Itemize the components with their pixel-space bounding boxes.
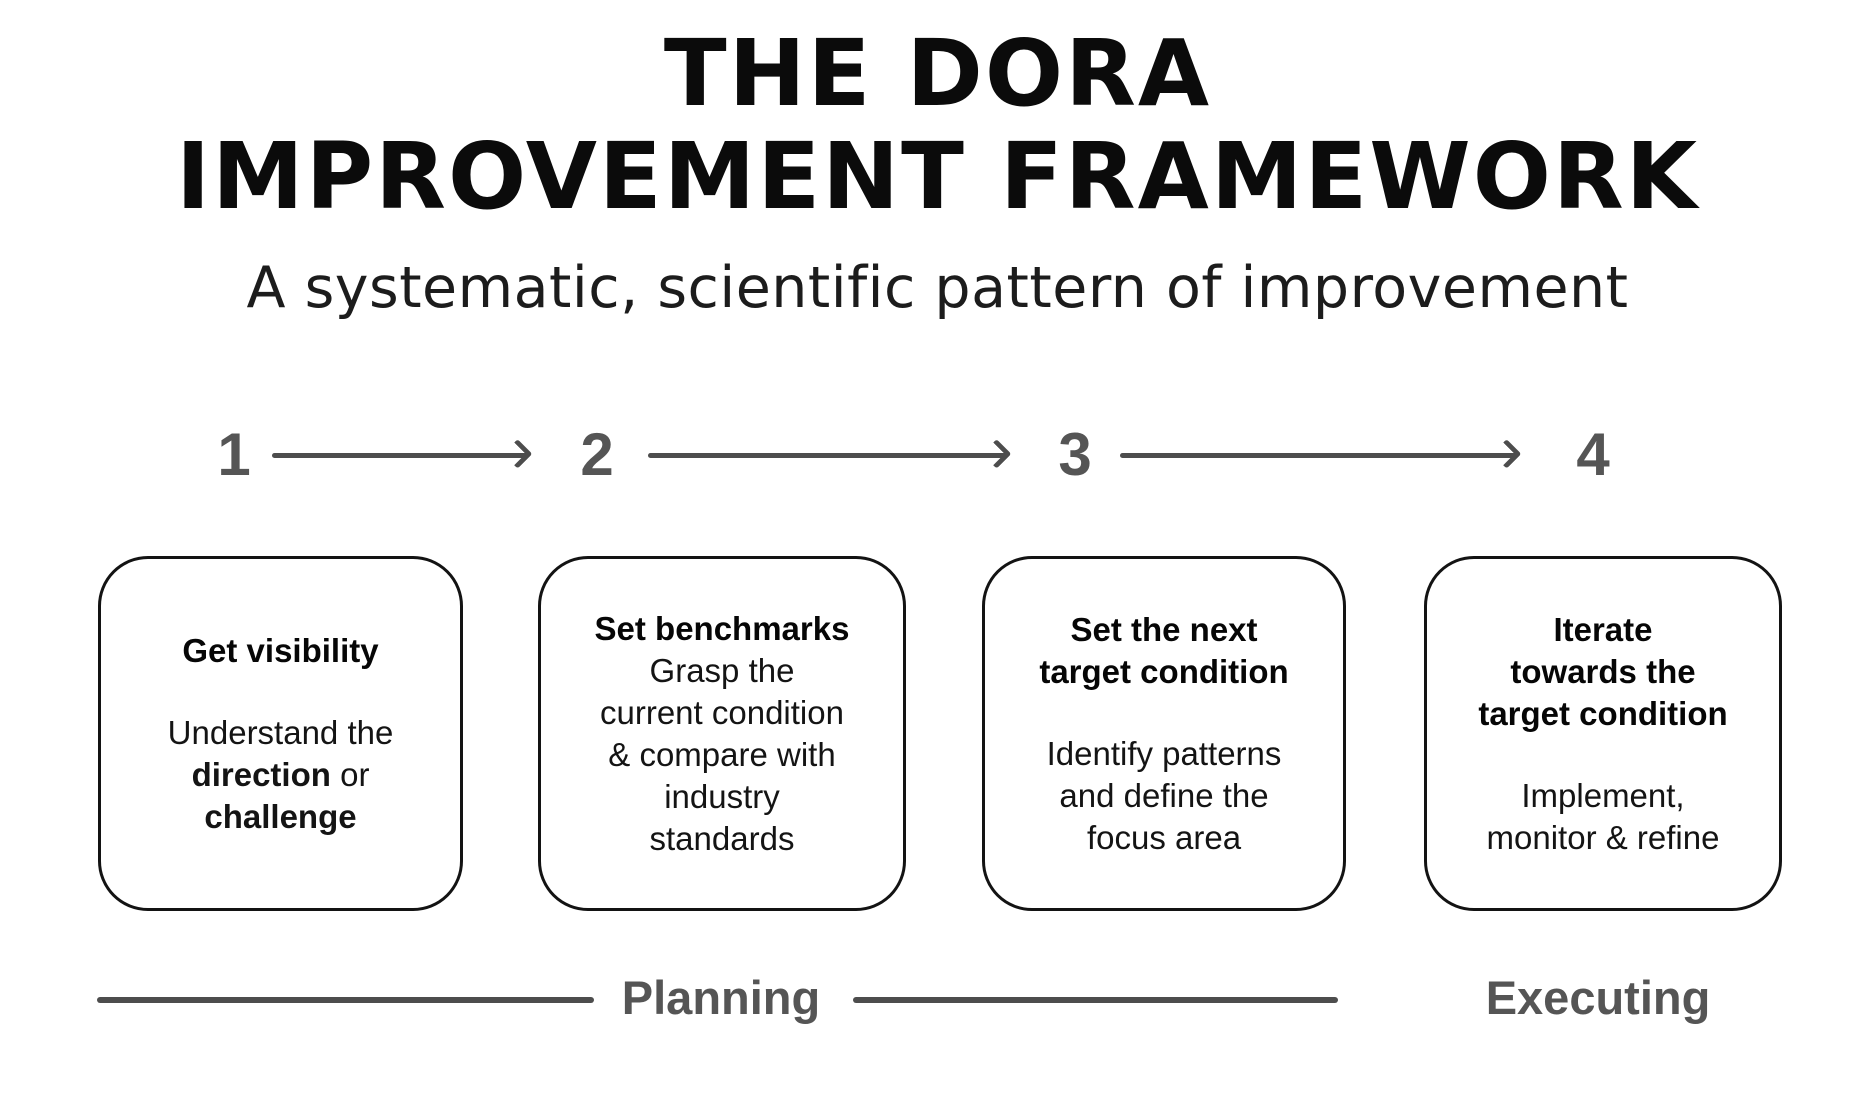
phase-label-executing: Executing bbox=[1485, 971, 1711, 1024]
page-subtitle: A systematic, scientific pattern of impr… bbox=[246, 255, 1629, 321]
arrow-icon-step3-to-step4 bbox=[1120, 453, 1516, 458]
planning-line-left bbox=[97, 997, 594, 1003]
page-title: THE DORA IMPROVEMENT FRAMEWORK bbox=[0, 22, 1875, 228]
page-title-line1: THE DORA bbox=[663, 20, 1212, 127]
box-heading: Get visibility bbox=[182, 631, 379, 669]
page-title-line2: IMPROVEMENT FRAMEWORK bbox=[175, 123, 1700, 230]
step-number-3: 3 bbox=[1058, 421, 1092, 488]
phase-label-planning: Planning bbox=[621, 971, 821, 1024]
arrow-icon-step2-to-step3 bbox=[648, 453, 1006, 458]
step-number-4: 4 bbox=[1576, 421, 1610, 488]
planning-line-right bbox=[853, 997, 1338, 1003]
arrow-icon-step1-to-step2 bbox=[272, 453, 527, 458]
box-heading: Set benchmarks bbox=[594, 609, 850, 647]
step-number-1: 1 bbox=[217, 421, 251, 488]
box-body: Implement,monitor & refine bbox=[1486, 776, 1720, 856]
step-number-2: 2 bbox=[580, 421, 614, 488]
